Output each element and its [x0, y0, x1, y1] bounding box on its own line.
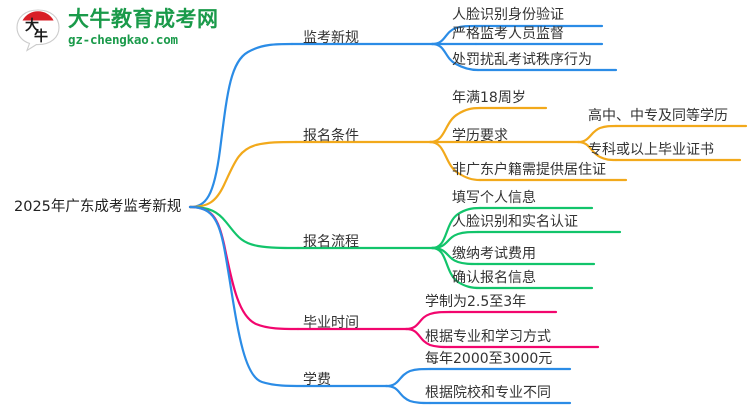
leaf-3-1[interactable]: 填写个人信息 [452, 190, 536, 206]
sub-2-2-1[interactable]: 高中、中专及同等学历 [588, 108, 728, 124]
branch-label-3[interactable]: 报名流程 [303, 234, 359, 250]
branch-label-2[interactable]: 报名条件 [303, 128, 359, 144]
mindmap-root-label[interactable]: 2025年广东成考监考新规 [14, 199, 182, 215]
site-logo[interactable]: 大 牛 大牛教育成考网 gz-chengkao.com [14, 6, 244, 54]
leaf-5-2[interactable]: 根据院校和专业不同 [425, 385, 551, 401]
leaf-3-4[interactable]: 确认报名信息 [452, 270, 536, 286]
leaf-2-1[interactable]: 年满18周岁 [452, 90, 526, 106]
branch-label-4[interactable]: 毕业时间 [303, 315, 359, 331]
sub-2-2-2[interactable]: 专科或以上毕业证书 [588, 142, 714, 158]
logo-brand-en: gz-chengkao.com [68, 32, 178, 47]
leaf-4-1[interactable]: 学制为2.5至3年 [425, 294, 527, 310]
leaf-2-2[interactable]: 学历要求 [452, 128, 508, 144]
logo-mark-icon: 大 牛 [16, 9, 60, 52]
logo-brand-cn: 大牛教育成考网 [68, 7, 219, 31]
svg-text:大: 大 [25, 17, 39, 34]
leaf-3-3[interactable]: 缴纳考试费用 [452, 246, 536, 262]
leaf-3-2[interactable]: 人脸识别和实名认证 [452, 214, 578, 230]
leaf-5-1[interactable]: 每年2000至3000元 [425, 351, 553, 367]
leaf-1-1[interactable]: 人脸识别身份验证 [452, 7, 564, 23]
svg-text:牛: 牛 [34, 28, 48, 45]
leaf-4-2[interactable]: 根据专业和学习方式 [425, 329, 551, 345]
leaf-1-2[interactable]: 严格监考人员监督 [452, 26, 564, 42]
leaf-1-3[interactable]: 处罚扰乱考试秩序行为 [452, 52, 592, 68]
branch-label-1[interactable]: 监考新规 [303, 30, 359, 46]
leaf-2-3[interactable]: 非广东户籍需提供居住证 [452, 162, 606, 178]
branch-label-5[interactable]: 学费 [303, 372, 331, 388]
